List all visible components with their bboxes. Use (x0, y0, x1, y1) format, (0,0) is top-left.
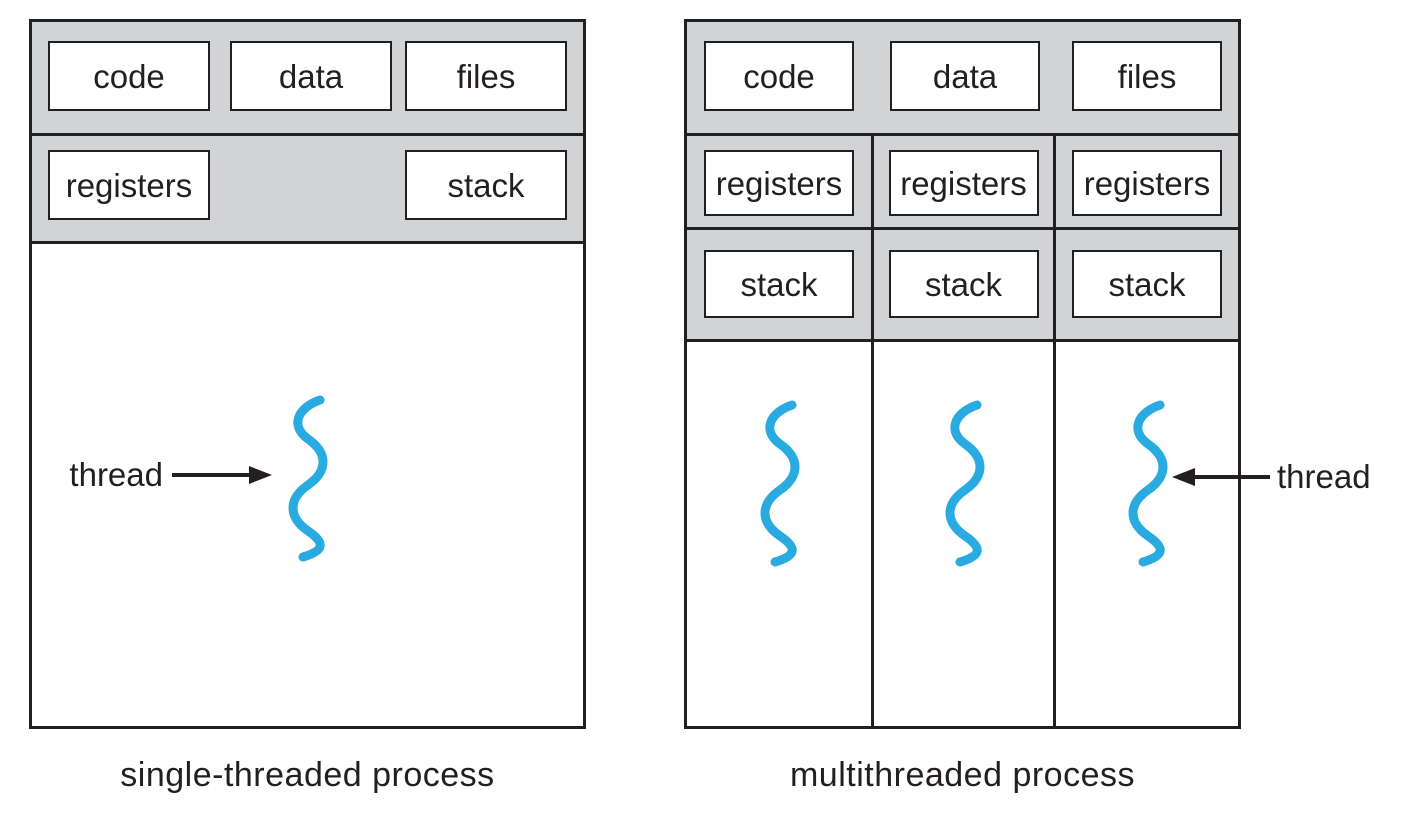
registers-cell: registers (874, 136, 1053, 230)
registers-box: registers (704, 150, 854, 216)
stack-label: stack (447, 166, 525, 204)
multithreaded-process-panel: code data files registers stack register… (684, 19, 1241, 729)
code-box: code (704, 41, 854, 111)
single-threaded-caption: single-threaded process (120, 756, 495, 794)
files-label: files (456, 57, 516, 95)
thread-arrow-icon (1172, 468, 1270, 486)
thread-context-band: registers stack (32, 136, 583, 244)
registers-box: registers (1072, 150, 1222, 216)
registers-cell: registers (687, 136, 871, 230)
data-box: data (230, 41, 392, 111)
stack-cell: stack (687, 230, 871, 342)
thread-column-1: registers stack (687, 136, 874, 726)
stack-cell: stack (1056, 230, 1238, 342)
registers-label: registers (65, 166, 193, 204)
code-box: code (48, 41, 210, 111)
thread-squiggle-icon (1128, 400, 1168, 567)
files-label: files (1117, 57, 1177, 95)
thread-column-2: registers stack (874, 136, 1056, 726)
registers-box: registers (48, 150, 210, 220)
process-resources-band: code data files (32, 22, 583, 136)
files-box: files (1072, 41, 1222, 111)
thread-label: thread (1277, 458, 1371, 495)
data-label: data (278, 57, 344, 95)
thread-squiggle-icon (760, 400, 800, 567)
thread-arrow-icon (172, 466, 272, 484)
thread-columns: registers stack registers stack (687, 136, 1238, 726)
process-resources-band: code data files (687, 22, 1238, 136)
code-label: code (93, 57, 165, 95)
single-threaded-process-panel: code data files registers stack thread (29, 19, 586, 729)
thread-squiggle-icon (288, 395, 328, 562)
registers-label: registers (715, 164, 843, 202)
thread-label: thread (69, 456, 163, 493)
stack-box: stack (888, 250, 1039, 318)
stack-box: stack (1072, 250, 1222, 318)
stack-label: stack (924, 265, 1003, 303)
registers-cell: registers (1056, 136, 1238, 230)
thread-squiggle-icon (945, 400, 984, 567)
code-label: code (743, 57, 815, 95)
registers-label: registers (1083, 164, 1211, 202)
registers-label: registers (900, 164, 1027, 202)
registers-box: registers (888, 150, 1039, 216)
stack-label: stack (1108, 265, 1186, 303)
stack-cell: stack (874, 230, 1053, 342)
stack-box: stack (405, 150, 567, 220)
multithreaded-caption: multithreaded process (789, 756, 1135, 794)
files-box: files (405, 41, 567, 111)
thread-column-3: registers stack (1056, 136, 1238, 726)
stack-box: stack (704, 250, 854, 318)
data-box: data (890, 41, 1040, 111)
stack-label: stack (740, 265, 818, 303)
data-label: data (932, 57, 998, 95)
